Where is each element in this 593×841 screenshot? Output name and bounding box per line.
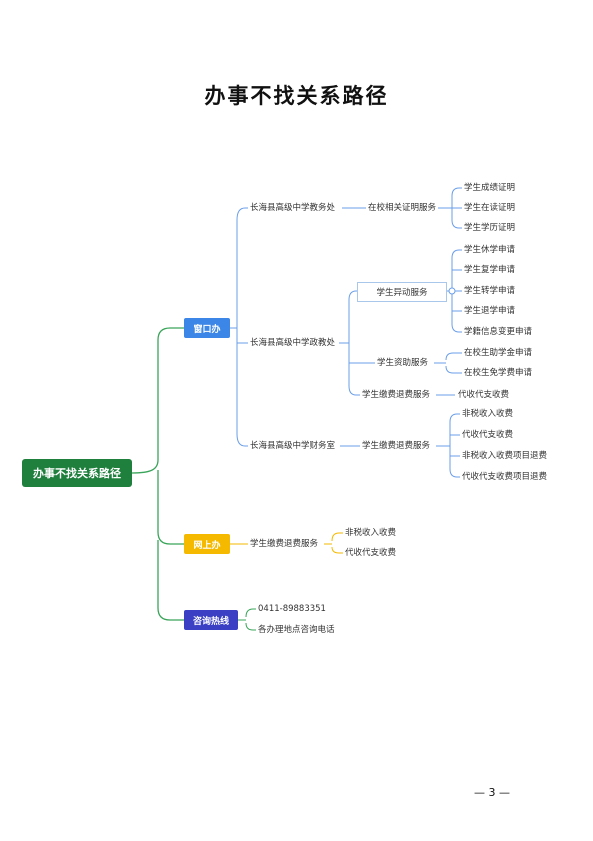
item-enrollment-cert: 学生在读证明	[464, 203, 516, 213]
service-aid: 学生资助服务	[377, 358, 429, 368]
service-status-change: 学生异动服务	[357, 282, 447, 302]
item-collect-refund: 代收代支收费项目退费	[462, 472, 548, 482]
connector-root-hotline	[157, 540, 184, 621]
page-number: — 3 —	[474, 786, 510, 799]
connector-dept1-items	[438, 187, 462, 229]
item-suspend: 学生休学申请	[464, 245, 516, 255]
connector-root-online	[157, 470, 184, 545]
connector-root-window	[131, 327, 184, 474]
root-node: 办事不找关系路径	[22, 459, 132, 487]
node-online: 网上办	[184, 534, 230, 554]
online-item-collect: 代收代支收费	[345, 548, 397, 558]
item-nontax-refund: 非税收入收费项目退费	[462, 451, 548, 461]
connector-online	[230, 532, 343, 554]
item-record-change: 学籍信息变更申请	[464, 327, 533, 337]
online-service: 学生缴费退费服务	[250, 539, 319, 549]
item-withdraw: 学生退学申请	[464, 306, 516, 316]
hotline-phone: 0411-89883351	[258, 604, 326, 614]
item-transfer: 学生转学申请	[464, 286, 516, 296]
item-grant: 在校生助学金申请	[464, 348, 533, 358]
item-degree-cert: 学生学历证明	[464, 223, 516, 233]
page-title: 办事不找关系路径	[204, 84, 389, 108]
connector-hotline	[238, 608, 256, 631]
dept-academic-affairs: 长海县高级中学教务处	[250, 203, 336, 213]
item-resume: 学生复学申请	[464, 265, 516, 275]
item-collect-fees: 代收代支收费	[458, 390, 510, 400]
service-fees-2: 学生缴费退费服务	[362, 390, 431, 400]
item-grade-cert: 学生成绩证明	[464, 183, 516, 193]
service-fees-3: 学生缴费退费服务	[362, 441, 431, 451]
item-tuition-waiver: 在校生免学费申请	[464, 368, 533, 378]
node-hotline: 咨询热线	[184, 610, 238, 630]
connector-window-depts	[230, 207, 248, 447]
connector-service2-items	[434, 352, 462, 374]
hotline-local: 各办理地点咨询电话	[258, 625, 335, 635]
item-nontax-fee: 非税收入收费	[462, 409, 514, 419]
connector-dept2-services	[339, 290, 375, 396]
online-item-nontax: 非税收入收费	[345, 528, 397, 538]
service-certificates: 在校相关证明服务	[368, 203, 437, 213]
connector-dept3-items	[436, 413, 460, 478]
node-window: 窗口办	[184, 318, 230, 338]
dept-political-affairs: 长海县高级中学政教处	[250, 338, 336, 348]
dept-finance: 长海县高级中学财务室	[250, 441, 336, 451]
item-collect-fee: 代收代支收费	[462, 430, 514, 440]
